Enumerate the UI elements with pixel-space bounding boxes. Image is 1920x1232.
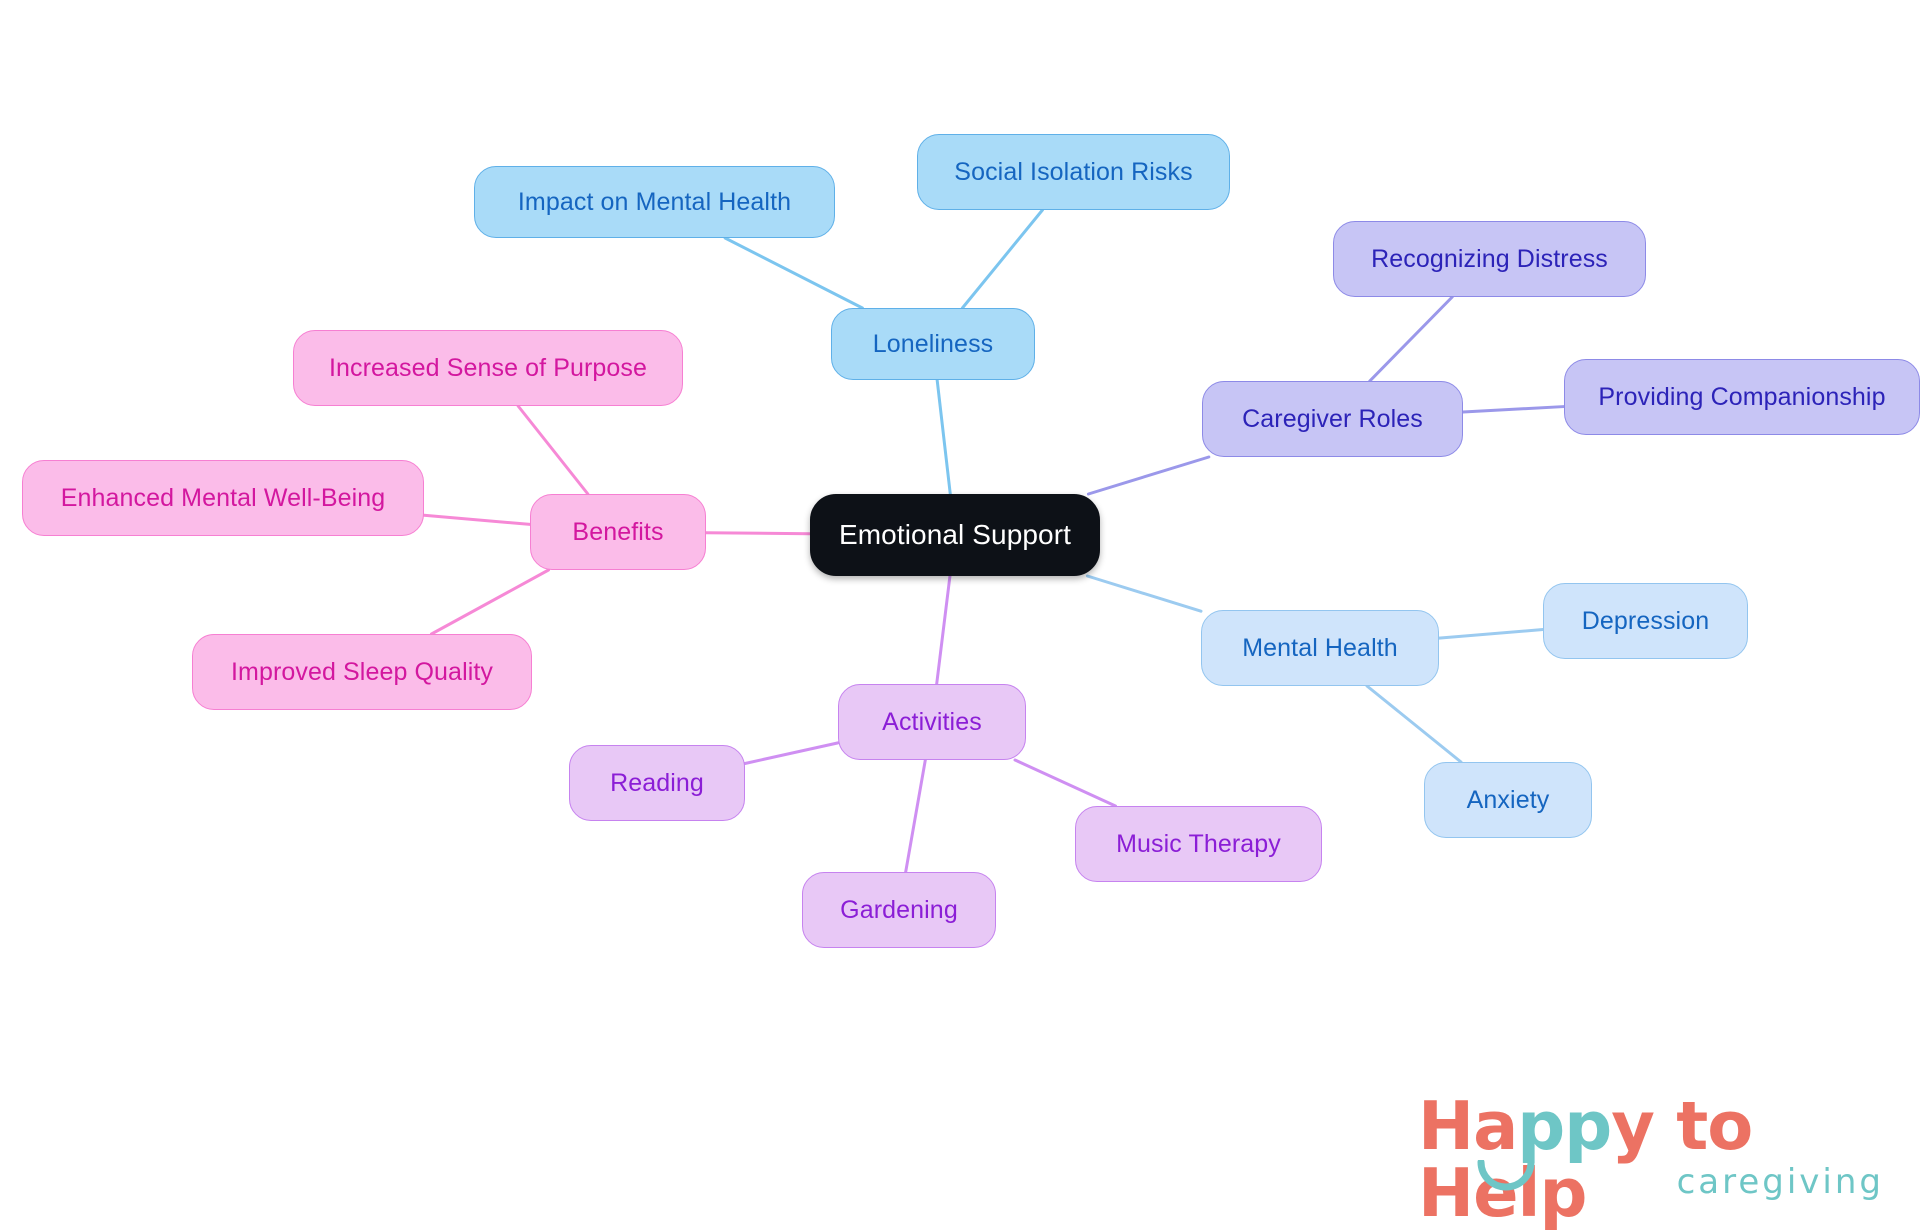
node-label-depression: Depression [1581, 606, 1710, 635]
mindmap-edge-mh-anxiety [1365, 684, 1463, 764]
mindmap-node-enhanced-mental-well-being[interactable]: Enhanced Mental Well-Being [22, 460, 424, 536]
node-label-root: Emotional Support [838, 519, 1072, 550]
node-label-recognizing-distress: Recognizing Distress [1371, 244, 1608, 273]
mindmap-node-depression[interactable]: Depression [1543, 583, 1748, 659]
mindmap-node-providing-companionship[interactable]: Providing Companionship [1564, 359, 1920, 435]
mindmap-edge-lon-social [960, 208, 1044, 310]
node-label-music-therapy: Music Therapy [1116, 829, 1281, 858]
mindmap-edge-act-reading [743, 741, 840, 765]
mindmap-node-mental-health[interactable]: Mental Health [1201, 610, 1439, 686]
mindmap-node-caregiver-roles[interactable]: Caregiver Roles [1202, 381, 1463, 457]
mindmap-edge-lon-impact [723, 236, 864, 310]
mindmap-node-music-therapy[interactable]: Music Therapy [1075, 806, 1322, 882]
mindmap-edge-root-mentalhealth [1085, 574, 1203, 613]
mindmap-edge-root-benefits [704, 531, 812, 536]
mindmap-node-gardening[interactable]: Gardening [802, 872, 996, 948]
node-label-anxiety: Anxiety [1466, 785, 1550, 814]
node-label-caregiver-roles: Caregiver Roles [1242, 404, 1423, 433]
mindmap-node-loneliness[interactable]: Loneliness [831, 308, 1035, 380]
node-label-increased-sense-of-purpose: Increased Sense of Purpose [328, 353, 648, 382]
mindmap-node-activities[interactable]: Activities [838, 684, 1026, 760]
logo-part-2: pp [1517, 1087, 1612, 1165]
node-label-reading: Reading [610, 768, 704, 797]
node-label-enhanced-mental-well-being: Enhanced Mental Well-Being [60, 483, 386, 512]
node-label-loneliness: Loneliness [872, 329, 994, 358]
logo-part-5: p [1539, 1154, 1587, 1232]
mindmap-edge-root-loneliness [935, 378, 952, 496]
node-label-impact-on-mental-health: Impact on Mental Health [517, 187, 792, 216]
mindmap-node-reading[interactable]: Reading [569, 745, 745, 821]
mindmap-node-social-isolation-risks[interactable]: Social Isolation Risks [917, 134, 1230, 210]
mindmap-edge-act-music [1013, 758, 1117, 808]
mindmap-node-recognizing-distress[interactable]: Recognizing Distress [1333, 221, 1646, 297]
mindmap-node-benefits[interactable]: Benefits [530, 494, 706, 570]
mindmap-edge-ben-wellbeing [422, 513, 532, 526]
node-label-gardening: Gardening [840, 895, 958, 924]
node-label-providing-companionship: Providing Companionship [1598, 382, 1886, 411]
node-label-improved-sleep-quality: Improved Sleep Quality [230, 657, 494, 686]
logo-smile-icon [1477, 1160, 1535, 1191]
brand-logo: Happy to Help caregiving [1418, 1093, 1888, 1227]
logo-tagline: caregiving [1676, 1162, 1884, 1202]
node-label-benefits: Benefits [572, 517, 664, 546]
node-label-mental-health: Mental Health [1242, 633, 1398, 662]
mindmap-node-increased-sense-of-purpose[interactable]: Increased Sense of Purpose [293, 330, 683, 406]
mindmap-node-root[interactable]: Emotional Support [810, 494, 1100, 576]
mindmap-edge-root-activities [935, 574, 952, 686]
mindmap-edge-mh-depression [1437, 628, 1545, 640]
mindmap-node-improved-sleep-quality[interactable]: Improved Sleep Quality [192, 634, 532, 710]
mindmap-edge-root-caregiver [1086, 455, 1211, 496]
mindmap-edge-act-gardening [904, 758, 927, 874]
mindmap-node-impact-on-mental-health[interactable]: Impact on Mental Health [474, 166, 835, 238]
mindmap-edge-care-companion [1461, 405, 1566, 414]
node-label-social-isolation-risks: Social Isolation Risks [954, 157, 1193, 186]
node-label-activities: Activities [882, 707, 982, 736]
mindmap-edge-ben-sleep [429, 568, 551, 636]
mindmap-node-anxiety[interactable]: Anxiety [1424, 762, 1592, 838]
logo-part-1: Ha [1418, 1087, 1518, 1165]
mindmap-edge-ben-purpose [516, 404, 590, 496]
mindmap-edge-care-recognize [1368, 295, 1454, 383]
